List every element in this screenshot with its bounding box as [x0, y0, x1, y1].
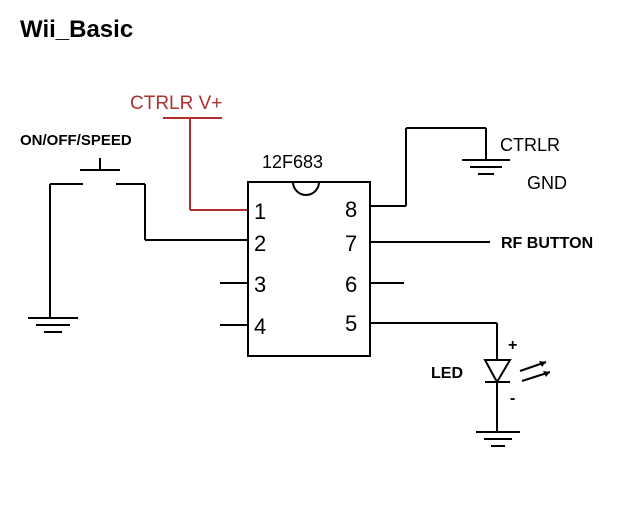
power-wire — [163, 117, 248, 211]
ctrlr-vplus-label: CTRLR V+ — [130, 93, 222, 114]
pushbutton-switch — [49, 158, 248, 318]
ctrlr-gnd-label-line1: CTRLR — [500, 135, 560, 155]
chip-name: 12F683 — [262, 152, 323, 172]
rf-button-label: RF BUTTON — [501, 235, 593, 252]
pin-5-label: 5 — [345, 311, 357, 336]
switch-ground-icon — [28, 317, 78, 333]
switch-label: ON/OFF/SPEED — [20, 132, 132, 149]
light-emission-icon — [519, 361, 551, 382]
chip-notch — [292, 181, 320, 196]
pin-3-label: 3 — [254, 272, 266, 297]
led-minus-label: - — [510, 390, 515, 407]
led-label: LED — [431, 365, 463, 382]
pin-8-label: 8 — [345, 197, 357, 222]
ctrlr-ground-icon — [462, 159, 510, 175]
pin-6-label: 6 — [345, 272, 357, 297]
left-pins — [220, 282, 248, 326]
led-wire — [370, 322, 498, 432]
led-icon — [483, 359, 512, 385]
pin-4-label: 4 — [254, 314, 266, 339]
diagram-title: Wii_Basic — [20, 16, 133, 43]
led-plus-label: + — [508, 337, 517, 354]
chip-body — [247, 181, 371, 357]
led-ground-icon — [476, 431, 520, 447]
ctrlr-gnd-label-line2: GND — [527, 173, 567, 193]
pin-7-label: 7 — [345, 231, 357, 256]
pin-1-label: 1 — [254, 199, 266, 224]
pin-2-label: 2 — [254, 231, 266, 256]
gnd-wire — [370, 127, 487, 207]
